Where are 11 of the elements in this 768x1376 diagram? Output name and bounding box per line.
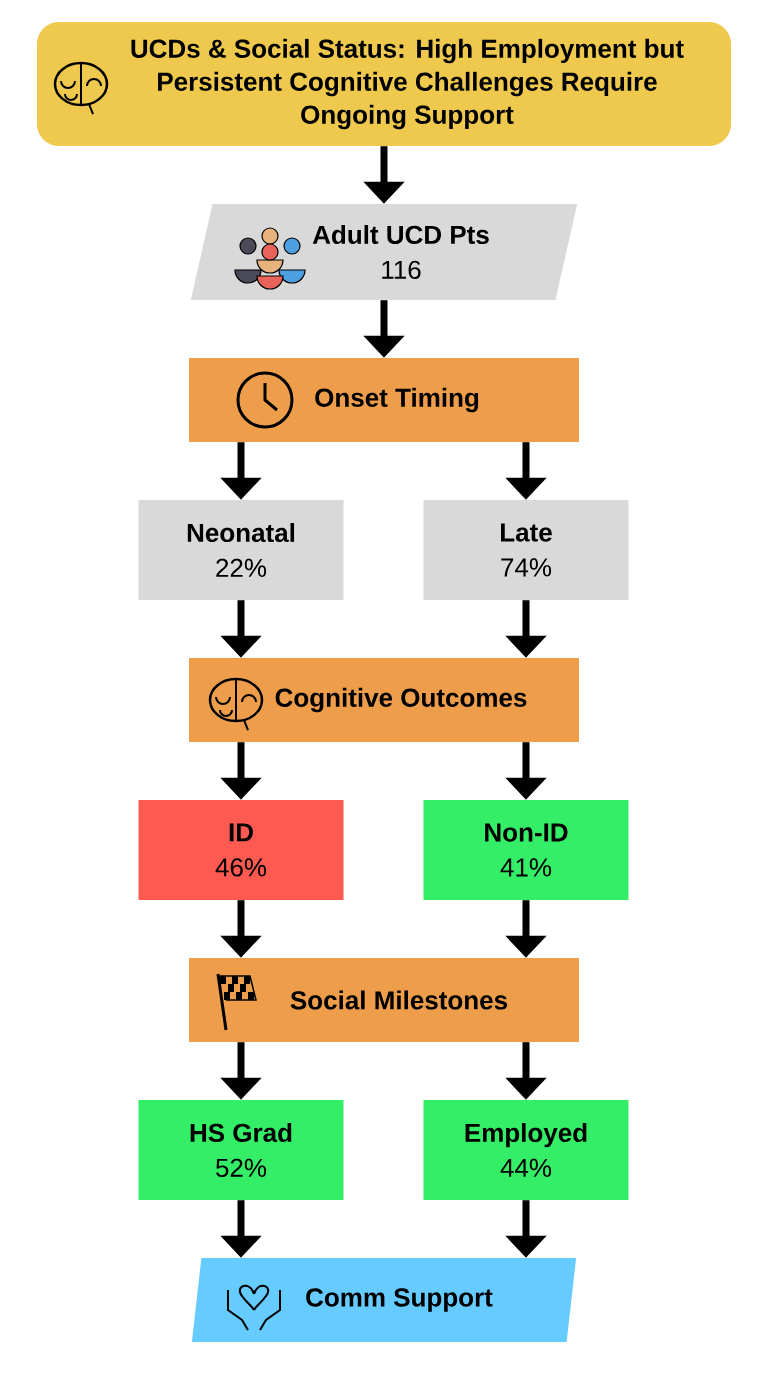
process-box: Onset Timing (189, 358, 579, 442)
process-box: Cognitive Outcomes (189, 658, 579, 742)
category-box: Late 74% (423, 500, 629, 600)
category-box: Non-ID 41% (423, 800, 629, 900)
category-box: Neonatal 22% (138, 500, 344, 600)
category-box: Employed 44% (423, 1100, 629, 1200)
output-parallelogram: Comm Support (191, 1258, 577, 1342)
category-box: HS Grad 52% (138, 1100, 344, 1200)
category-box: ID 46% (138, 800, 344, 900)
process-box: Social Milestones (189, 958, 579, 1042)
title-box: UCDs & Social Status: High Employment but Persistent Cognitive Challenges Require Ongoing Support (37, 22, 731, 146)
